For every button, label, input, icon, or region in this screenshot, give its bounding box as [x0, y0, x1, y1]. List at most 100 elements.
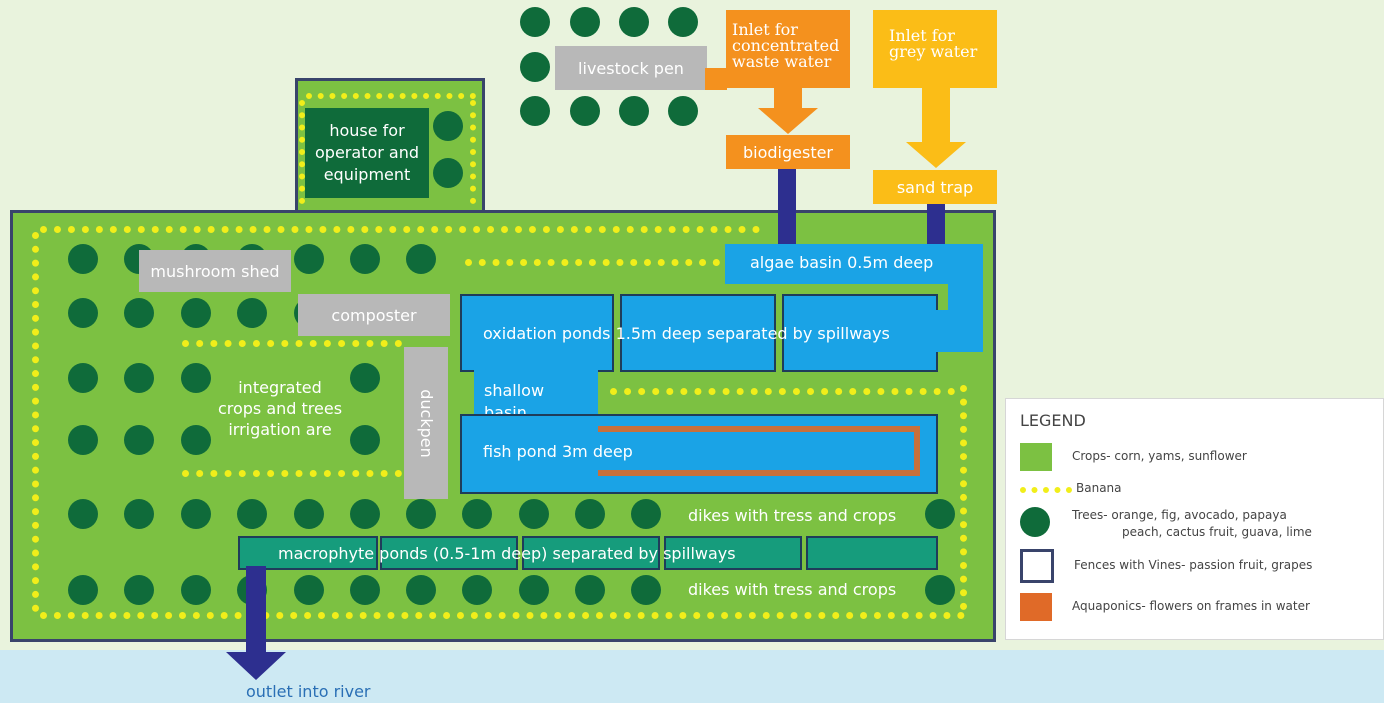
house-label-1: house for — [329, 121, 405, 140]
house-label-3: equipment — [323, 165, 411, 184]
inlet-grey-label-2: grey water — [889, 42, 978, 61]
legend-crops: Crops- corn, yams, sunflower — [1020, 443, 1247, 471]
operator-house: house for operator and equipment — [305, 108, 429, 198]
tree-icon — [124, 499, 154, 529]
legend: LEGEND Crops- corn, yams, sunflower Bana… — [1005, 398, 1384, 640]
banana-row — [40, 226, 760, 233]
arrow-down-icon — [906, 86, 966, 168]
tree-icon — [519, 575, 549, 605]
tree-icon — [237, 499, 267, 529]
legend-title: LEGEND — [1020, 411, 1086, 430]
tree-icon — [570, 96, 600, 126]
banana-row — [182, 470, 402, 477]
inlet-waste-label-3: waste water — [732, 52, 832, 71]
banana-row — [610, 388, 955, 395]
tree-icon — [124, 363, 154, 393]
composter: composter — [298, 294, 450, 336]
tree-icon — [124, 298, 154, 328]
tree-icon — [350, 363, 380, 393]
tree-icon — [575, 499, 605, 529]
macrophyte-pond-5 — [806, 536, 938, 570]
tree-icon — [68, 244, 98, 274]
irrigation-label-3: irrigation are — [228, 420, 332, 439]
dikes-label-1: dikes with tress and crops — [688, 506, 897, 525]
tree-icon — [294, 244, 324, 274]
banana-row — [465, 259, 720, 266]
tree-icon — [294, 499, 324, 529]
legend-fences-label: Fences with Vines- passion fruit, grapes — [1074, 558, 1313, 572]
legend-banana: Banana — [1020, 481, 1122, 495]
tree-icon — [350, 244, 380, 274]
outlet-label: outlet into river — [246, 682, 371, 701]
tree-icon — [124, 425, 154, 455]
algae-basin — [725, 244, 983, 284]
tree-icon — [68, 575, 98, 605]
macrophyte-pond-1 — [238, 536, 378, 570]
tree-icon — [462, 575, 492, 605]
tree-icon — [631, 575, 661, 605]
macrophyte-pond-4 — [664, 536, 802, 570]
oxidation-pond-3 — [782, 294, 938, 372]
macrophyte-pond-3 — [522, 536, 660, 570]
tree-icon — [668, 7, 698, 37]
arrow-down-icon — [758, 86, 818, 134]
tree-icon — [68, 298, 98, 328]
tree-icon — [570, 7, 600, 37]
crops-swatch — [1020, 443, 1052, 471]
sand-trap: sand trap — [873, 170, 997, 204]
legend-aquaponics: Aquaponics- flowers on frames in water — [1020, 593, 1310, 621]
tree-icon — [181, 425, 211, 455]
shallow-label-1: shallow — [484, 381, 545, 400]
tree-icon — [631, 499, 661, 529]
mushroom-shed: mushroom shed — [139, 250, 291, 292]
tree-icon — [181, 575, 211, 605]
biodigester: biodigester — [726, 135, 850, 169]
tree-icon — [181, 298, 211, 328]
dikes-label-2: dikes with tress and crops — [688, 580, 897, 599]
tree-icon — [433, 111, 463, 141]
legend-trees-label-1: Trees- orange, fig, avocado, papaya — [1072, 508, 1287, 522]
duckpen: duckpen — [404, 347, 448, 499]
tree-icon — [294, 575, 324, 605]
tree-icon — [406, 499, 436, 529]
tree-icon — [350, 499, 380, 529]
irrigation-label: integrated crops and trees irrigation ar… — [200, 377, 360, 440]
banana-swatch — [1020, 487, 1072, 493]
tree-icon — [237, 298, 267, 328]
tree-icon — [68, 425, 98, 455]
algae-basin-label: algae basin 0.5m deep — [750, 253, 934, 272]
outlet-arrow-icon — [226, 566, 286, 680]
banana-row — [40, 612, 965, 619]
river — [0, 650, 1384, 703]
tree-icon — [520, 52, 550, 82]
tree-icon — [124, 575, 154, 605]
fence-swatch — [1020, 549, 1054, 583]
fish-pond-label: fish pond 3m deep — [483, 442, 633, 461]
macrophyte-pond-2 — [380, 536, 518, 570]
banana-row — [960, 385, 967, 610]
oxidation-ponds-label: oxidation ponds 1.5m deep separated by s… — [483, 324, 890, 343]
tree-icon — [668, 96, 698, 126]
irrigation-label-1: integrated — [238, 378, 322, 397]
banana-row — [182, 340, 402, 347]
legend-crops-label: Crops- corn, yams, sunflower — [1072, 449, 1247, 463]
oxidation-pond-2 — [620, 294, 776, 372]
legend-trees: Trees- orange, fig, avocado, papaya peac… — [1020, 507, 1312, 541]
banana-row — [299, 100, 305, 204]
tree-icon — [462, 499, 492, 529]
macrophyte-label: macrophyte ponds (0.5-1m deep) separated… — [278, 544, 736, 563]
pipe — [927, 204, 945, 246]
tree-icon — [68, 363, 98, 393]
legend-banana-label: Banana — [1076, 481, 1122, 495]
legend-aquaponics-label: Aquaponics- flowers on frames in water — [1072, 599, 1310, 613]
inlet-waste-water: Inlet for concentrated waste water — [726, 10, 850, 88]
legend-fences: Fences with Vines- passion fruit, grapes — [1020, 549, 1312, 583]
banana-row — [470, 100, 476, 204]
tree-icon — [406, 244, 436, 274]
tree-icon — [350, 425, 380, 455]
banana-row — [32, 232, 39, 612]
house-label-2: operator and — [315, 143, 419, 162]
tree-icon — [350, 575, 380, 605]
legend-trees-label-2: peach, cactus fruit, guava, lime — [1122, 525, 1312, 539]
pipe — [778, 169, 796, 245]
